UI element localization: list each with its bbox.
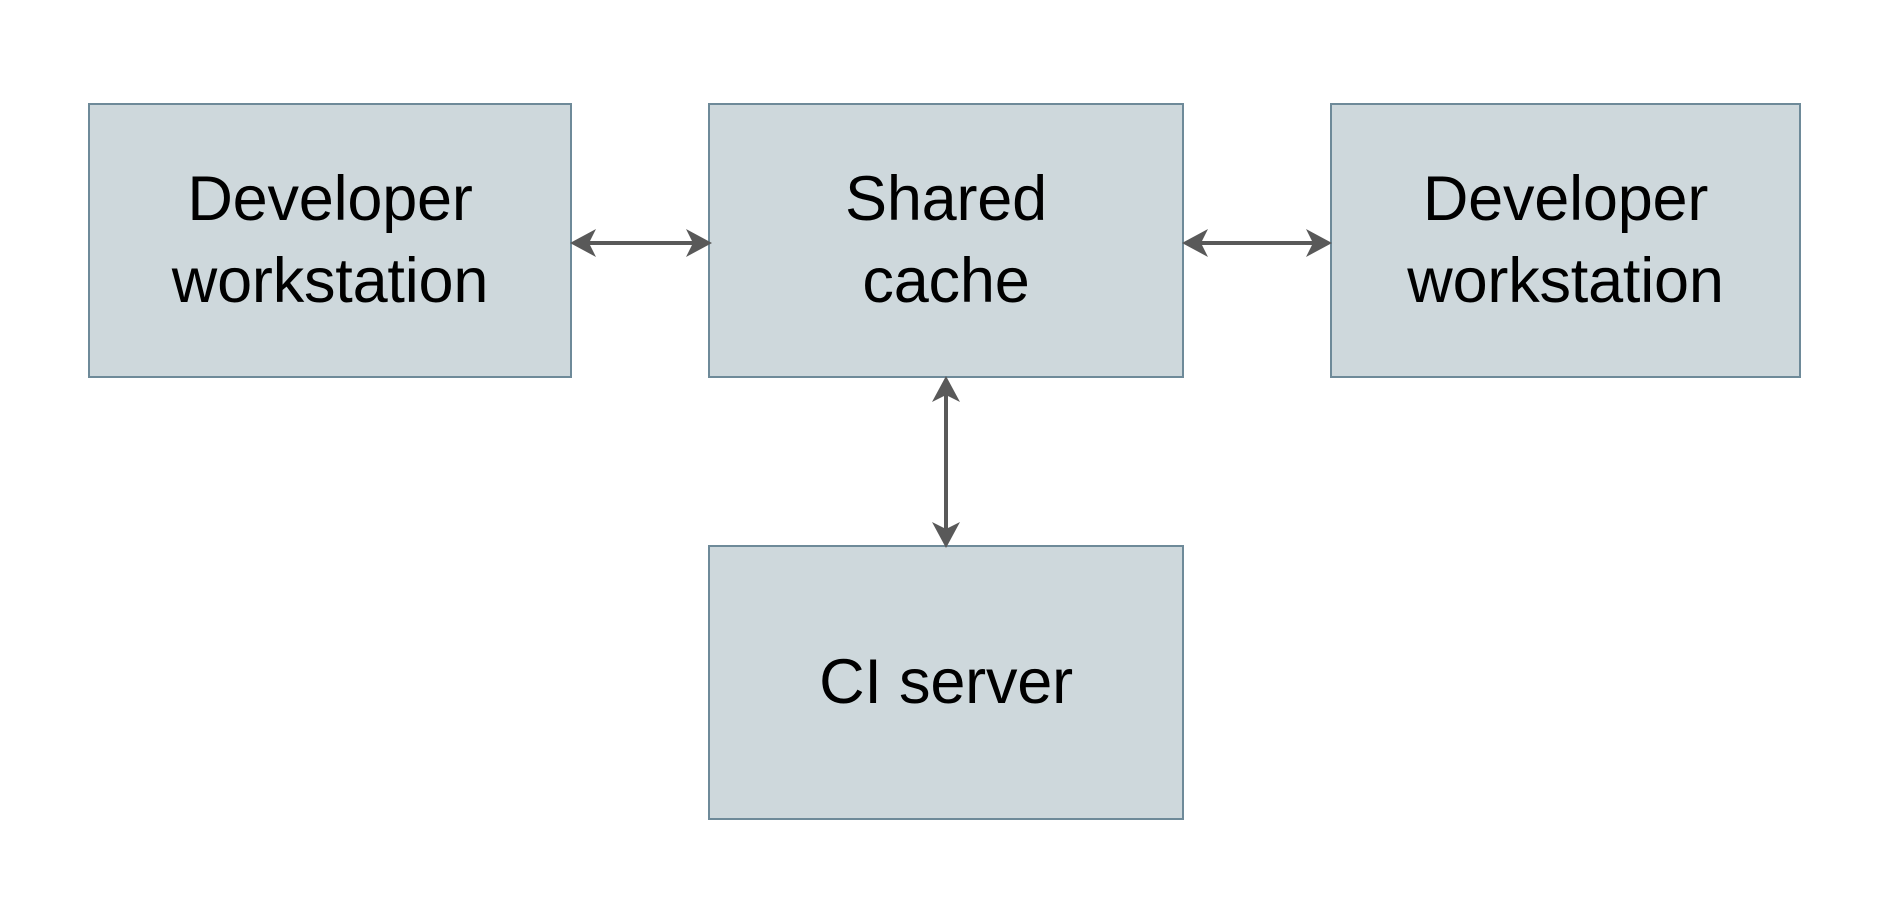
double-arrow-icon <box>1182 229 1332 257</box>
connector-cache-to-developer-right[interactable] <box>1182 212 1332 274</box>
connector-developer-left-to-cache[interactable] <box>570 212 712 274</box>
node-label: CI server <box>819 646 1073 717</box>
node-developer-workstation-right[interactable]: Developer workstation <box>1330 103 1801 378</box>
double-arrow-icon <box>932 376 960 548</box>
node-label: Shared cache <box>845 163 1047 316</box>
node-ci-server[interactable]: CI server <box>708 545 1184 820</box>
double-arrow-icon <box>570 229 712 257</box>
connector-cache-to-ci-server[interactable] <box>915 376 977 548</box>
node-label: Developer workstation <box>171 163 489 316</box>
node-label: Developer workstation <box>1407 163 1724 316</box>
node-developer-workstation-left[interactable]: Developer workstation <box>88 103 572 378</box>
node-shared-cache[interactable]: Shared cache <box>708 103 1184 378</box>
